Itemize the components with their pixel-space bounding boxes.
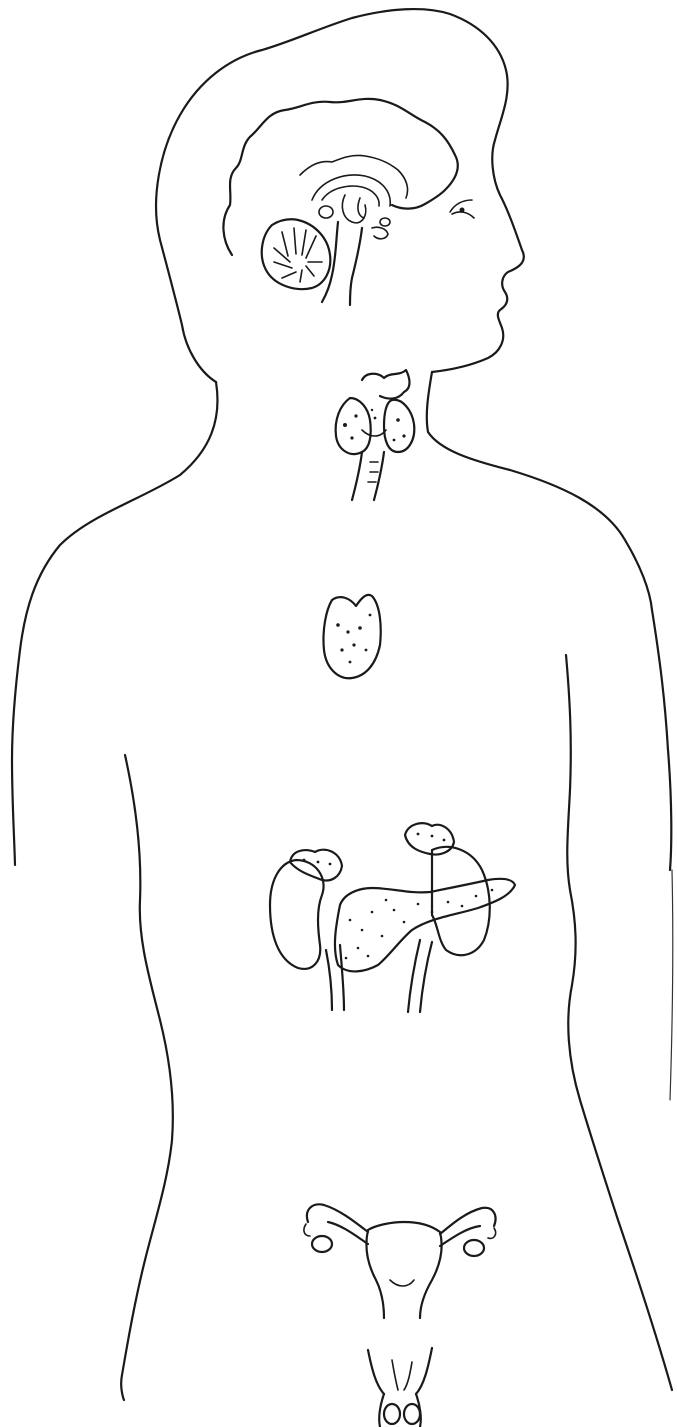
brain: [223, 99, 457, 305]
larynx: [362, 370, 410, 399]
left-testis: [384, 1404, 400, 1424]
left-fallopian-tube: [307, 1204, 368, 1232]
right-adrenal-gland: [405, 823, 454, 854]
uterus: [368, 1222, 442, 1318]
ventricle-small: [319, 206, 333, 218]
trachea: [352, 452, 362, 500]
left-adrenal-gland: [290, 850, 342, 881]
uterus-and-ovaries: [304, 1204, 496, 1318]
right-arm-outer: [652, 610, 671, 870]
right-torso: [566, 655, 672, 1390]
thymus-gland: [323, 595, 380, 678]
left-arm-inner: [121, 755, 173, 1400]
cerebellum: [262, 219, 331, 289]
right-ovary: [464, 1240, 484, 1256]
head-outline: [156, 9, 524, 382]
right-arm-edge: [670, 870, 673, 1100]
right-testis: [404, 1404, 420, 1424]
right-neck-shoulder: [427, 372, 652, 610]
body-silhouette: [12, 9, 673, 1400]
testes: [368, 1348, 432, 1427]
thalamus: [342, 195, 365, 223]
thyroid-right-lobe: [384, 400, 414, 452]
right-kidney: [405, 823, 490, 1012]
left-ovary: [312, 1236, 332, 1252]
thyroid-gland: [336, 370, 415, 500]
left-neck-shoulder: [12, 382, 218, 865]
pituitary-gland: [372, 227, 388, 239]
eye: [450, 200, 474, 218]
thyroid-left-lobe: [336, 398, 371, 454]
left-kidney: [270, 850, 344, 1010]
